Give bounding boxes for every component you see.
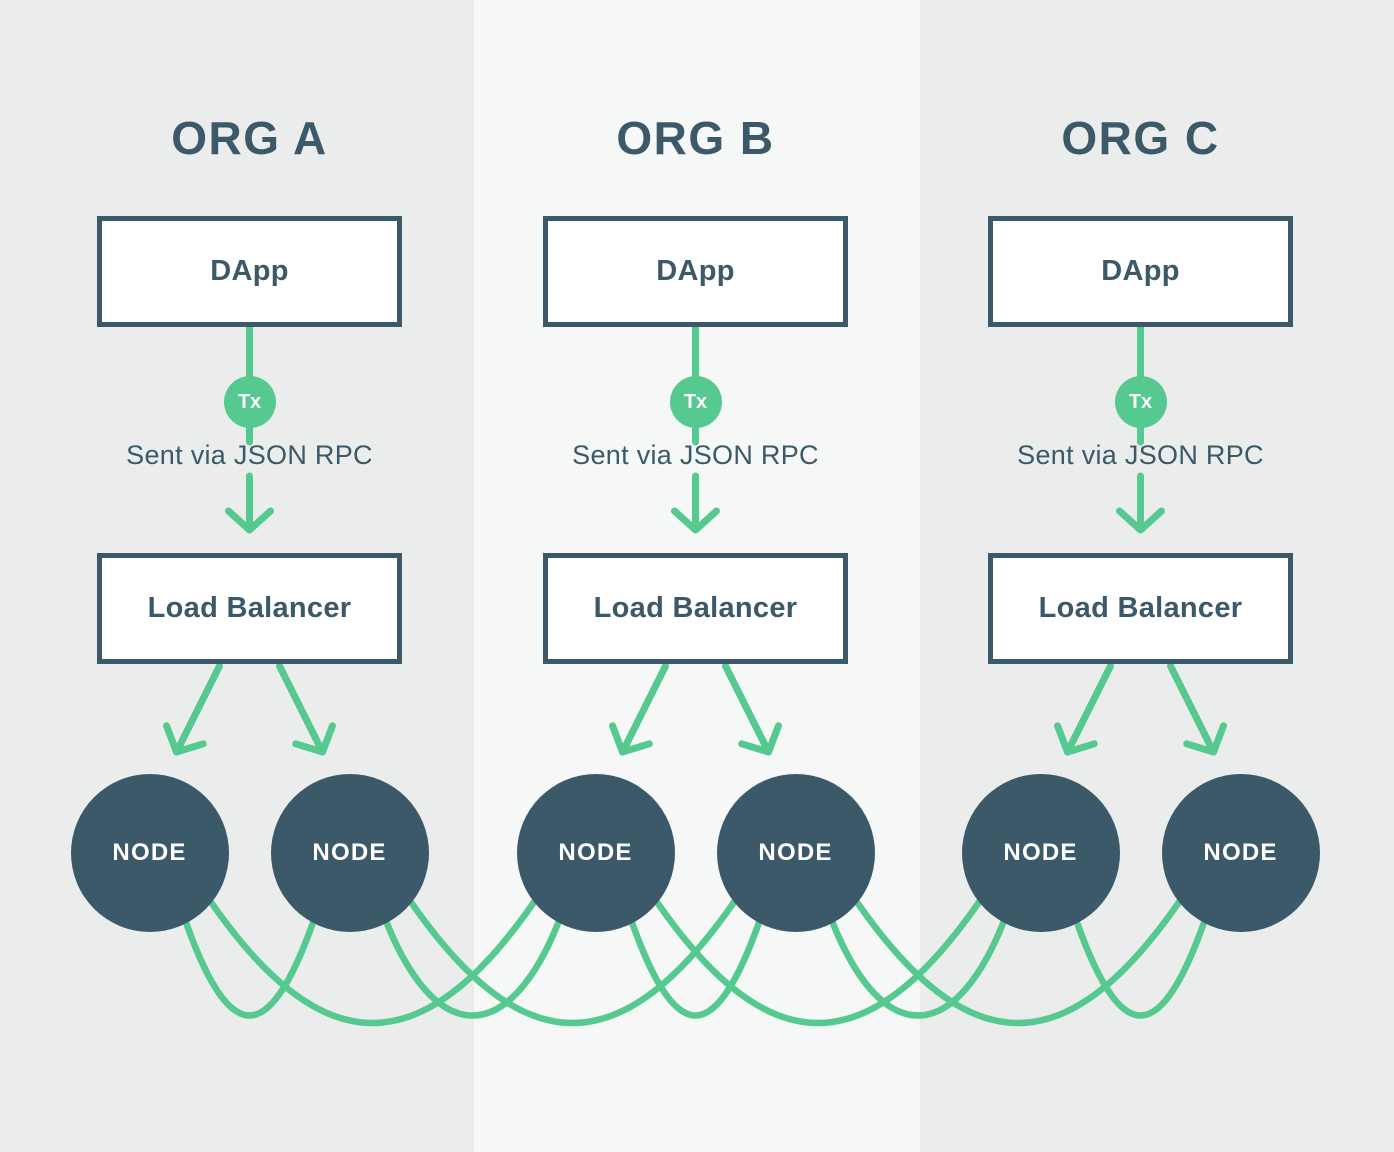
arrow-head-icon bbox=[1054, 722, 1098, 756]
dapp-box-a: DApp bbox=[97, 216, 402, 327]
tx-label: Tx bbox=[237, 390, 262, 413]
mesh-arc bbox=[171, 884, 328, 1019]
mesh-arc bbox=[371, 884, 574, 1019]
rpc-label-b: Sent via JSON RPC bbox=[572, 440, 819, 470]
rpc-label-c: Sent via JSON RPC bbox=[1017, 440, 1264, 470]
dapp-box-c: DApp bbox=[988, 216, 1293, 327]
load-balancer-box-a: Load Balancer bbox=[97, 553, 402, 664]
rpc-label-a: Sent via JSON RPC bbox=[126, 440, 373, 470]
mesh-arc bbox=[617, 884, 774, 1019]
lb-node-arrow-right-c bbox=[1167, 662, 1217, 756]
node-label: NODE bbox=[1203, 839, 1278, 866]
mesh-arc bbox=[194, 878, 551, 1027]
load-balancer-label: Load Balancer bbox=[593, 592, 798, 624]
node-circle-b2: NODE bbox=[716, 774, 875, 932]
mesh-arc bbox=[817, 884, 1019, 1019]
org-a-title: ORG A bbox=[171, 112, 328, 164]
arrow-head-icon bbox=[163, 722, 207, 756]
dapp-label: DApp bbox=[656, 255, 735, 287]
node-circle-a1: NODE bbox=[70, 774, 229, 932]
dapp-label: DApp bbox=[210, 255, 289, 287]
node-label: NODE bbox=[312, 839, 387, 866]
dapp-box-b: DApp bbox=[543, 216, 848, 327]
org-c-title: ORG C bbox=[1061, 112, 1220, 164]
arrow-head-down-icon bbox=[225, 507, 274, 534]
tx-badge-a: Tx bbox=[223, 376, 276, 428]
node-label: NODE bbox=[112, 839, 187, 866]
load-balancer-label: Load Balancer bbox=[147, 592, 352, 624]
arrow-head-down-icon bbox=[671, 507, 720, 534]
mesh-arc bbox=[1062, 884, 1219, 1019]
node-circle-c1: NODE bbox=[961, 774, 1120, 932]
arrow-head-icon bbox=[609, 722, 653, 756]
node-circle-a2: NODE bbox=[270, 774, 429, 932]
arrow-head-down-icon bbox=[1116, 507, 1165, 534]
load-balancer-label: Load Balancer bbox=[1038, 592, 1243, 624]
tx-badge-b: Tx bbox=[669, 376, 722, 428]
node-label: NODE bbox=[1003, 839, 1078, 866]
org-b-title: ORG B bbox=[616, 112, 775, 164]
lb-node-arrow-left-b bbox=[619, 662, 669, 756]
mesh-arc bbox=[840, 878, 1196, 1027]
mesh-arc bbox=[640, 878, 996, 1027]
dapp-label: DApp bbox=[1101, 255, 1180, 287]
node-label: NODE bbox=[558, 839, 633, 866]
tx-badge-c: Tx bbox=[1114, 376, 1167, 428]
arrow-head-icon bbox=[292, 722, 336, 756]
lb-node-arrow-right-b bbox=[722, 662, 772, 756]
node-circle-c2: NODE bbox=[1161, 774, 1320, 932]
node-label: NODE bbox=[758, 839, 833, 866]
node-circle-b1: NODE bbox=[516, 774, 675, 932]
lb-node-arrow-left-c bbox=[1064, 662, 1114, 756]
arrow-head-icon bbox=[738, 722, 782, 756]
lb-node-arrow-right-a bbox=[276, 662, 326, 756]
tx-label: Tx bbox=[1128, 390, 1153, 413]
load-balancer-box-c: Load Balancer bbox=[988, 553, 1293, 664]
load-balancer-box-b: Load Balancer bbox=[543, 553, 848, 664]
lb-node-arrow-left-a bbox=[173, 662, 223, 756]
tx-label: Tx bbox=[683, 390, 708, 413]
arrow-head-icon bbox=[1183, 722, 1227, 756]
